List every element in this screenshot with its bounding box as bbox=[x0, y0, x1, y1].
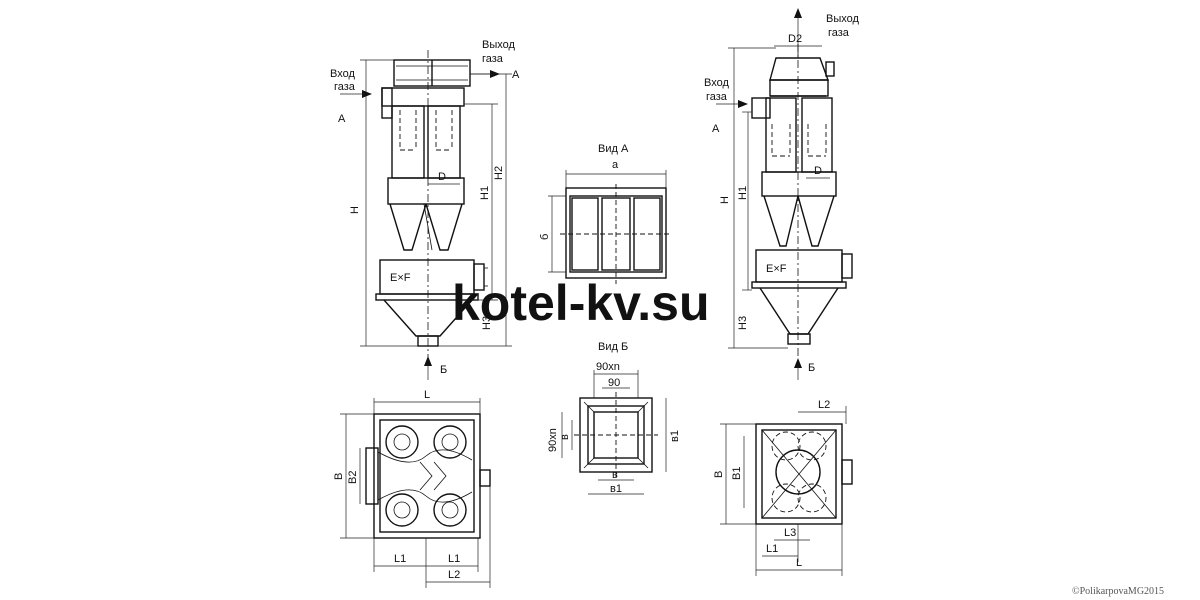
right-outlet-label-gas: газа bbox=[828, 27, 850, 39]
left-arrow-a-inlet: А bbox=[338, 113, 346, 125]
right-inlet-label: Вход bbox=[704, 77, 729, 89]
left-plan-view: L В В2 L1 L1 L2 bbox=[333, 389, 491, 588]
right-dim-h3: Н3 bbox=[737, 316, 749, 330]
view-b-dim-v1-bottom: в1 bbox=[610, 483, 622, 495]
view-b-dim-v: в bbox=[559, 434, 571, 440]
left-dim-h: Н bbox=[349, 206, 361, 214]
view-b-dim-90xn: 90хn bbox=[596, 361, 620, 373]
view-a-title: Вид А bbox=[598, 143, 629, 155]
left-dim-h1: Н1 bbox=[479, 186, 491, 200]
watermark: kotel-kv.su bbox=[452, 275, 710, 331]
right-dim-d: D bbox=[814, 165, 822, 177]
view-a-dim-b: б bbox=[539, 234, 551, 240]
right-plan-dim-b: В bbox=[713, 471, 725, 478]
left-inlet-label: Вход bbox=[330, 68, 355, 80]
left-plan-dim-l1-b: L1 bbox=[448, 553, 460, 565]
right-box-label: E×F bbox=[766, 263, 787, 275]
right-dim-h1: Н1 bbox=[737, 186, 749, 200]
right-inlet-label-gas: газа bbox=[706, 91, 728, 103]
left-outlet-label-gas: газа bbox=[482, 53, 504, 65]
left-arrow-b: Б bbox=[440, 364, 447, 376]
right-plan-dim-l1: L1 bbox=[766, 543, 778, 555]
right-dim-d2: D2 bbox=[788, 33, 802, 45]
left-inlet-label-gas: газа bbox=[334, 81, 356, 93]
view-b-dim-90: 90 bbox=[608, 377, 620, 389]
right-plan-dim-b1: В1 bbox=[731, 467, 743, 480]
left-dim-d: D bbox=[438, 171, 446, 183]
right-plan-dim-l: L bbox=[796, 557, 802, 569]
left-outlet-label: Выход bbox=[482, 39, 515, 51]
right-arrow-a: А bbox=[712, 123, 720, 135]
left-elevation-view: Вход газа Выход газа А А Н Н1 Н2 Н3 D E×… bbox=[330, 39, 520, 380]
right-arrow-b: Б bbox=[808, 362, 815, 374]
view-a-dim-a: а bbox=[612, 159, 619, 171]
left-arrow-a-outlet: А bbox=[512, 69, 520, 81]
left-plan-dim-l2: L2 bbox=[448, 569, 460, 581]
left-dim-h2: Н2 bbox=[493, 166, 505, 180]
view-a: Вид А а б bbox=[539, 143, 672, 284]
left-box-label: E×F bbox=[390, 272, 411, 284]
left-plan-dim-b: В bbox=[333, 473, 345, 480]
right-elevation-view: Выход газа Вход газа А D2 Н Н1 Н3 D E×F … bbox=[704, 8, 859, 380]
right-dim-h: Н bbox=[719, 196, 731, 204]
view-b: Вид Б 90хn 90 90хn в в1 в в1 bbox=[547, 341, 681, 495]
right-plan-dim-l3: L3 bbox=[784, 527, 796, 539]
copyright: ©PolikarpovaMG2015 bbox=[1072, 586, 1164, 597]
right-plan-view: L2 В В1 L3 L1 L bbox=[713, 399, 853, 576]
left-plan-dim-b2: В2 bbox=[347, 471, 359, 484]
left-dim-h3: Н3 bbox=[481, 316, 493, 330]
view-b-dim-90xn-side: 90хn bbox=[547, 428, 559, 452]
view-b-dim-v-bottom: в bbox=[612, 469, 618, 481]
left-plan-dim-l1-a: L1 bbox=[394, 553, 406, 565]
right-outlet-label: Выход bbox=[826, 13, 859, 25]
view-b-dim-v1-right: в1 bbox=[669, 430, 681, 442]
right-plan-dim-l2: L2 bbox=[818, 399, 830, 411]
left-plan-dim-l: L bbox=[424, 389, 430, 401]
view-b-title: Вид Б bbox=[598, 341, 628, 353]
